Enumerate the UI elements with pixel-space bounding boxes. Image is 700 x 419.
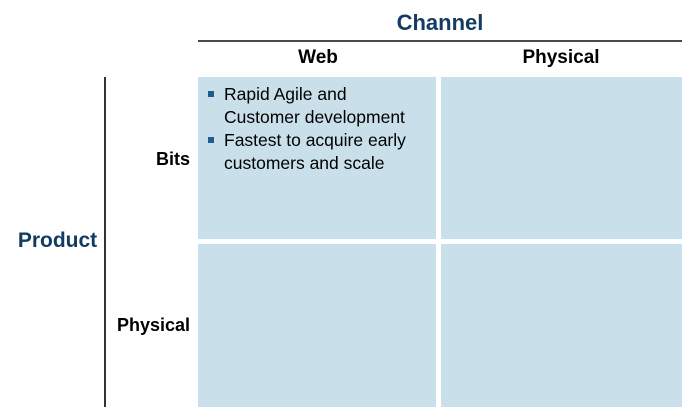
row-header-physical: Physical: [116, 315, 190, 335]
square-bullet-icon: [208, 137, 214, 143]
bullet-item: Fastest to acquire early customers and s…: [206, 129, 426, 175]
bullet-text: Fastest to acquire early customers and s…: [224, 130, 406, 173]
column-header-web: Web: [298, 47, 338, 68]
bullet-list: Rapid Agile and Customer development Fas…: [198, 77, 436, 175]
bullet-text: Rapid Agile and Customer development: [224, 84, 405, 127]
channel-axis-title: Channel: [396, 10, 484, 35]
cell-physical-web: [198, 244, 436, 407]
channel-axis-rule: [198, 40, 682, 42]
product-axis-title: Product: [17, 229, 98, 252]
cell-bits-web: Rapid Agile and Customer development Fas…: [198, 77, 436, 239]
row-header-bits: Bits: [155, 149, 190, 169]
cell-physical-physical: [441, 244, 682, 407]
product-axis-rule: [104, 77, 106, 407]
cell-bits-physical: [441, 77, 682, 239]
column-header-physical: Physical: [522, 47, 600, 68]
bullet-item: Rapid Agile and Customer development: [206, 83, 426, 129]
square-bullet-icon: [208, 91, 214, 97]
